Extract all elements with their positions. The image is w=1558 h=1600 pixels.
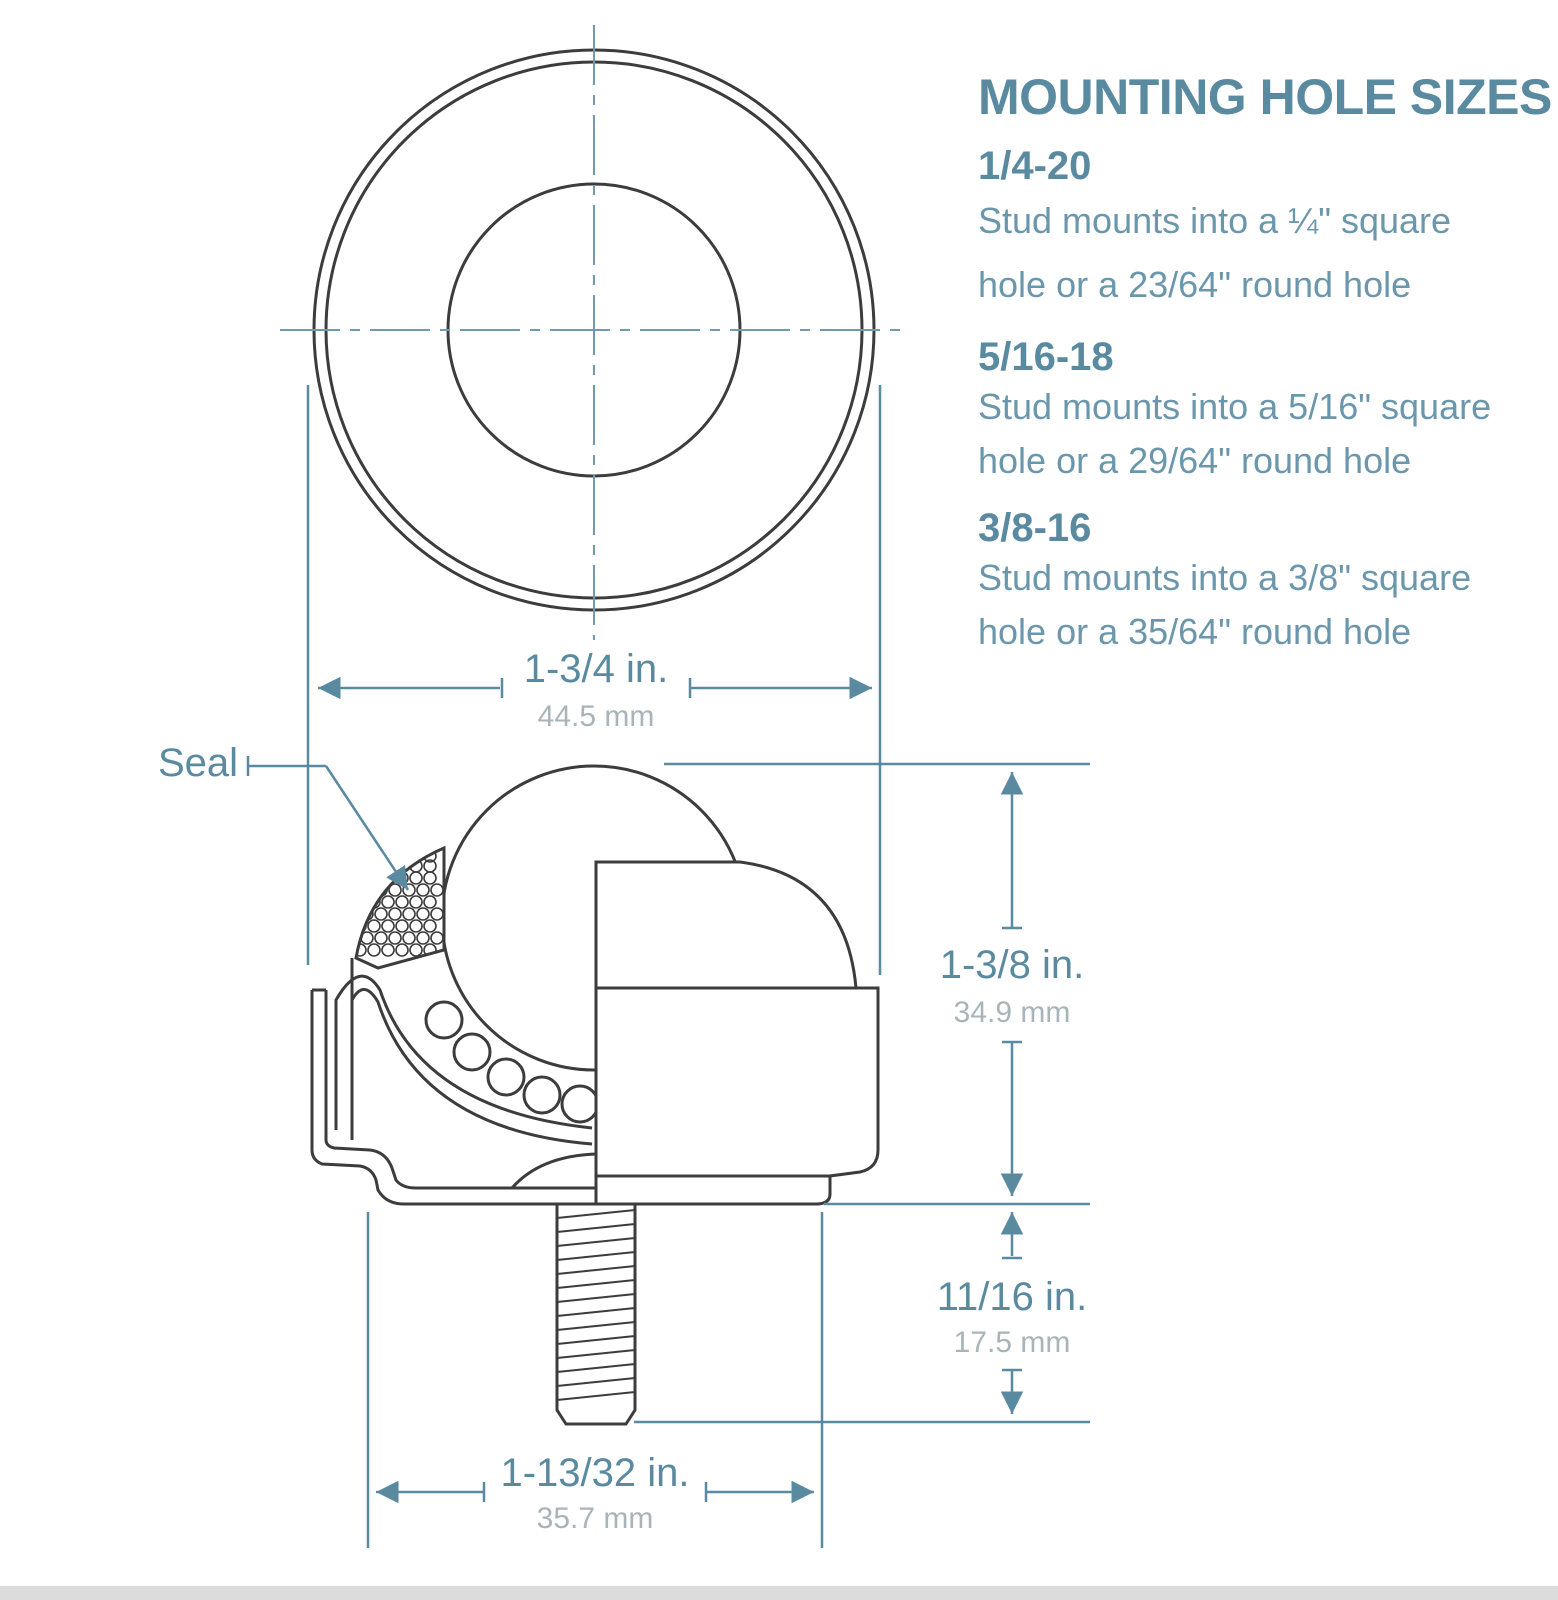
height-dimension: 1-3/8 in. 34.9 mm [664, 762, 1090, 1206]
outer-diameter-mm: 44.5 mm [538, 700, 655, 733]
seal-label: Seal [158, 741, 238, 785]
base-width-dimension: 1-13/32 in. 35.7 mm [366, 1212, 824, 1548]
housing-inner [324, 990, 596, 1190]
bottom-dome [510, 1152, 597, 1189]
size-description-line: hole or a 35/64" round hole [978, 611, 1412, 652]
base-width-in: 1-13/32 in. [500, 1451, 689, 1495]
threaded-stud [555, 1202, 637, 1426]
size-heading: 1/4-20 [978, 144, 1092, 188]
bottom-border [0, 1586, 1558, 1600]
support-balls [424, 1000, 600, 1124]
mounting-hole-sizes-panel: MOUNTING HOLE SIZES 1/4-20 Stud mounts i… [978, 68, 1552, 659]
size-description-line: Stud mounts into a 5/16" square [978, 386, 1492, 427]
height-in: 1-3/8 in. [940, 943, 1085, 987]
ball-section [594, 860, 858, 990]
base-width-mm: 35.7 mm [537, 1502, 654, 1535]
size-heading: 5/16-18 [978, 335, 1114, 379]
side-view [310, 764, 880, 1426]
size-description-line: hole or a 23/64" round hole [978, 264, 1412, 305]
panel-title: MOUNTING HOLE SIZES [978, 69, 1552, 125]
seal-leader-arrow [324, 765, 410, 891]
size-description-line: Stud mounts into a ¼" square [978, 200, 1452, 241]
housing-outer [310, 990, 596, 1206]
size-description-line: Stud mounts into a 3/8" square [978, 557, 1472, 598]
stud-length-dimension: 11/16 in. 17.5 mm [634, 1212, 1090, 1424]
raceway-inner [350, 988, 593, 1146]
top-view [280, 25, 905, 640]
stud-length-in: 11/16 in. [937, 1275, 1088, 1319]
size-heading: 3/8-16 [978, 506, 1092, 550]
size-description-line: hole or a 29/64" round hole [978, 440, 1412, 481]
stud-length-mm: 17.5 mm [954, 1326, 1071, 1359]
housing-section [594, 986, 880, 1206]
outer-diameter-dimension: 1-3/4 in. 44.5 mm [318, 647, 872, 733]
outer-diameter-in: 1-3/4 in. [524, 647, 669, 691]
seal-callout: Seal [158, 741, 410, 891]
seal-band [354, 845, 446, 970]
height-mm: 34.9 mm [954, 996, 1071, 1029]
